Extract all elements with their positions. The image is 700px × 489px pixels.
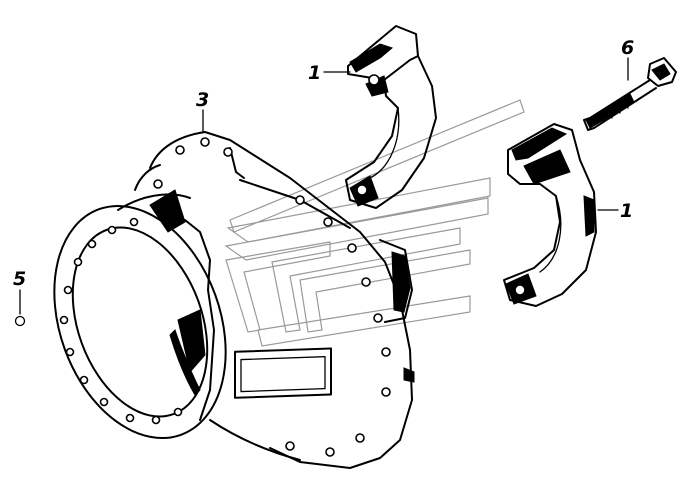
cap-bolt <box>583 57 677 131</box>
watermark-logo <box>224 99 525 347</box>
callout-5: 5 <box>13 268 26 290</box>
bearing-cap-upper <box>345 25 437 209</box>
bearing-cap-lower <box>503 123 597 307</box>
callout-1-lower: 1 <box>620 200 633 222</box>
differential-housing <box>53 131 415 469</box>
callout-1-upper: 1 <box>308 62 321 84</box>
callout-6: 6 <box>621 37 634 59</box>
callout-3: 3 <box>196 89 209 111</box>
callouts: 1 1 3 5 6 <box>13 37 634 290</box>
leader-lines <box>19 57 629 315</box>
small-ring <box>14 315 26 327</box>
